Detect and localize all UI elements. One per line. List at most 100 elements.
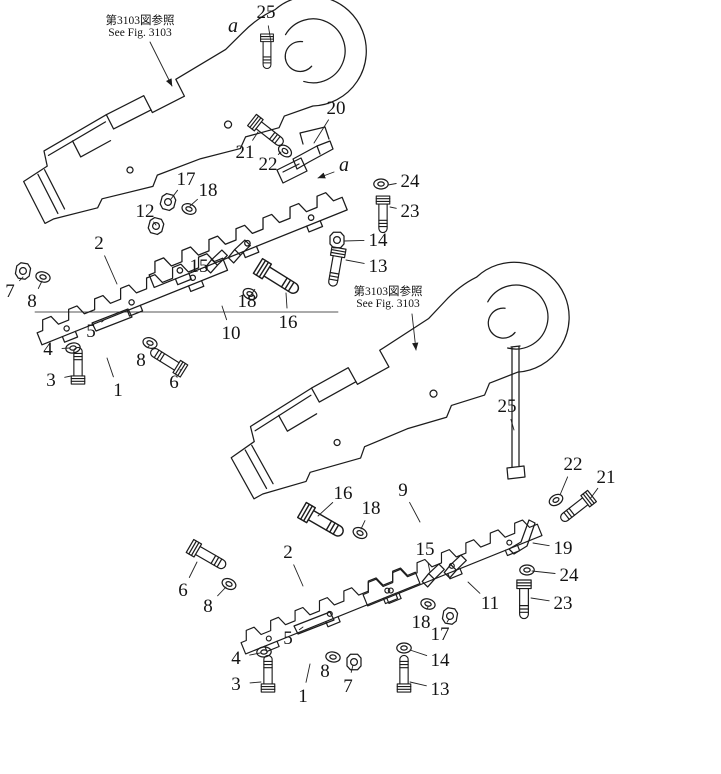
leader-line-12 — [153, 221, 157, 226]
callout-16: 16 — [334, 483, 353, 504]
leader-line-1 — [106, 357, 114, 378]
leader-line-24 — [387, 183, 397, 186]
callout-22: 22 — [259, 154, 278, 175]
shim-plate-5-bottom — [293, 611, 335, 635]
leader-line-3 — [249, 681, 262, 684]
callout-21: 21 — [597, 467, 616, 488]
washer-8-bottom — [219, 575, 239, 593]
bolt-3-bottom — [260, 654, 276, 693]
callout-3: 3 — [231, 674, 241, 695]
leader-line-15 — [427, 562, 431, 573]
callout-6: 6 — [169, 372, 179, 393]
callout-2: 2 — [283, 542, 293, 563]
bolt-25-top — [260, 33, 274, 70]
callout-12: 12 — [136, 201, 155, 222]
bolt-23-top — [375, 195, 391, 234]
bolt-16-bottom — [296, 501, 348, 542]
leader-line-20 — [313, 119, 329, 144]
angle-plate — [276, 157, 308, 184]
callout-5: 5 — [283, 628, 293, 649]
callout-11: 11 — [481, 593, 499, 614]
callout-2: 2 — [94, 233, 104, 254]
leader-line-14 — [409, 649, 428, 657]
figure-ref-jp-0: 第3103図参照 — [106, 13, 175, 27]
bolt-21-bottom — [556, 489, 597, 526]
callout-13: 13 — [369, 256, 388, 277]
bolt-23-bottom — [516, 579, 532, 620]
top-assembly — [4, 0, 391, 385]
leader-line-18 — [426, 606, 429, 610]
callout-18: 18 — [362, 498, 381, 519]
leader-line-14 — [343, 239, 365, 242]
leader-line-2 — [104, 255, 118, 285]
callout-18: 18 — [412, 612, 431, 633]
washer-14-bottom — [396, 642, 412, 654]
callout-9: 9 — [398, 480, 408, 501]
leader-line-13 — [409, 681, 427, 687]
leader-line-8 — [147, 345, 150, 349]
leader-line-8 — [37, 280, 43, 289]
leader-line-8 — [217, 586, 227, 597]
nut-17-bottom — [441, 606, 459, 626]
callout-24: 24 — [560, 565, 580, 586]
washer-8-top — [34, 269, 52, 285]
leader-line-11 — [467, 581, 481, 594]
callout-8: 8 — [320, 661, 330, 682]
leader-line-22 — [277, 151, 282, 155]
callout-23: 23 — [554, 593, 573, 614]
leader-line-22 — [559, 476, 569, 496]
track-frame-bottom — [210, 241, 590, 519]
leader-line-6 — [188, 561, 198, 578]
callout-1: 1 — [298, 686, 308, 707]
long-bolt-25-bottom — [506, 345, 526, 480]
callout-7: 7 — [343, 676, 353, 697]
callout-14: 14 — [431, 650, 451, 671]
leader-line-23 — [530, 597, 550, 602]
leader-line-1 — [305, 663, 311, 683]
leader-line-17 — [446, 618, 450, 623]
washer-24-top — [373, 178, 389, 190]
bottom-assembly — [185, 241, 597, 693]
callout-10: 10 — [222, 323, 241, 344]
callout-8: 8 — [27, 291, 37, 312]
callout-18: 18 — [238, 291, 257, 312]
leader-line-13 — [345, 259, 365, 264]
washer-18-bottom — [350, 524, 370, 542]
leader-line-23 — [389, 206, 397, 209]
callout-17: 17 — [431, 624, 450, 645]
callout-18: 18 — [199, 180, 218, 201]
roller-guard-rail-1-bottom — [236, 562, 423, 660]
callout-15: 15 — [190, 256, 209, 277]
callout-25: 25 — [257, 2, 276, 23]
nut-7-bottom — [346, 653, 362, 671]
callout-15: 15 — [416, 539, 435, 560]
leader-line-16 — [285, 292, 288, 309]
leader-line-4 — [249, 652, 261, 656]
figure-ref-arrow-1 — [411, 313, 419, 351]
callout-7: 7 — [5, 281, 15, 302]
bolt-13-bottom — [396, 654, 412, 693]
washer-18b-bottom — [419, 596, 437, 612]
leader-line-19 — [532, 542, 550, 547]
leader-line-25 — [510, 418, 515, 431]
callout-16: 16 — [279, 312, 298, 333]
leader-line-21 — [252, 131, 259, 141]
bolt-13-top — [324, 246, 347, 288]
roller-guard-rail-10 — [144, 187, 351, 294]
leader-line-7 — [350, 664, 354, 673]
figure-ref-en-0: See Fig. 3103 — [108, 27, 172, 39]
washer-18-top — [179, 201, 199, 217]
leader-line-5 — [298, 626, 304, 631]
callout-22: 22 — [564, 454, 583, 475]
bracket-20 — [292, 140, 334, 170]
letter-label-1: a — [339, 154, 349, 176]
leader-line-18 — [250, 288, 256, 296]
callout-14: 14 — [369, 230, 389, 251]
leader-line-2 — [293, 564, 304, 587]
washer-22-bottom — [546, 491, 566, 509]
bracket-20-detail — [299, 126, 330, 155]
letter-arrow-1 — [317, 171, 335, 179]
callout-19: 19 — [554, 538, 573, 559]
